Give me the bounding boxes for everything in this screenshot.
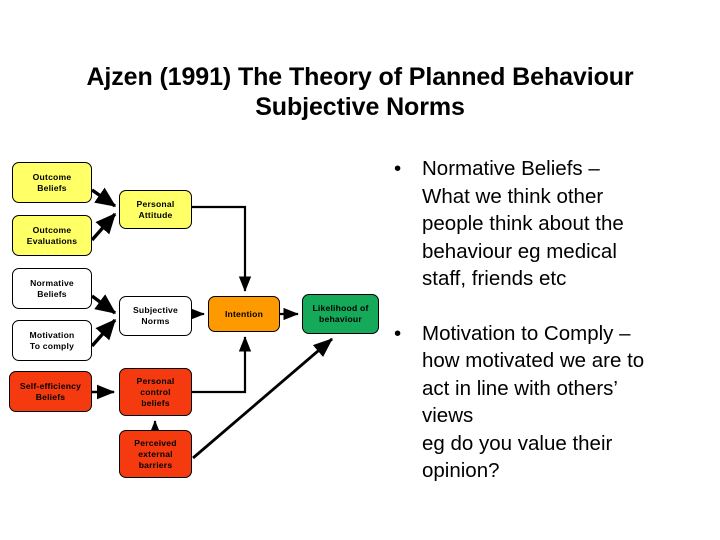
edge-personal-control-to-intention	[192, 336, 252, 394]
node-outcome-beliefs-line-1: Outcome	[32, 171, 72, 182]
diagram-connectors	[90, 187, 333, 460]
node-likelihood-of-behaviour-line-1: Likelihood of	[312, 303, 369, 313]
node-self-efficiency-beliefs-line-2: Beliefs	[35, 391, 66, 402]
bullet-marker-icon: •	[394, 157, 402, 180]
node-perceived-external-barriers-line-2: external	[138, 448, 173, 459]
bullet-1-line-2: What we think other	[422, 184, 604, 208]
edge-normative-beliefs-to-subjective-norms	[90, 294, 117, 315]
node-subjective-norms-line-2: Norms	[141, 316, 170, 326]
bullet-1-line-3: people think about the	[422, 212, 624, 235]
bullet-motivation-to-comply: • Motivation to Comply – how motivated w…	[388, 320, 710, 485]
bullet-2-line-1: Motivation to Comply –	[422, 321, 631, 345]
edge-outcome-beliefs-to-personal-attitude	[91, 187, 117, 208]
node-outcome-evaluations[interactable]: Outcome Evaluations	[12, 215, 92, 256]
edge-perceived-barriers-to-likelihood	[192, 337, 333, 460]
node-motivation-to-comply-line-1: Motivation	[29, 329, 75, 340]
node-outcome-beliefs[interactable]: Outcome Beliefs	[12, 162, 92, 203]
bullet-1-line-5: staff, friends etc	[422, 267, 567, 290]
page-title: Ajzen (1991) The Theory of Planned Behav…	[36, 62, 684, 122]
node-perceived-external-barriers-line-1: Perceived	[134, 437, 177, 448]
bullet-normative-beliefs: • Normative Beliefs – What we think othe…	[388, 155, 710, 293]
bullet-2-line-4: views	[422, 404, 474, 427]
bullet-2-line-6: opinion?	[422, 459, 500, 482]
bullet-2-line-5: eg do you value their	[422, 431, 613, 455]
node-subjective-norms-line-1: Subjective	[133, 305, 178, 315]
node-normative-beliefs-line-2: Beliefs	[37, 288, 67, 299]
node-intention-line-1: Intention	[224, 308, 264, 319]
node-intention[interactable]: Intention	[208, 296, 280, 332]
node-perceived-external-barriers[interactable]: Perceived external barriers	[119, 430, 192, 478]
bullet-1-line-1: Normative Beliefs –	[422, 157, 600, 180]
node-self-efficiency-beliefs[interactable]: Self-efficiency Beliefs	[9, 371, 92, 412]
node-personal-control-beliefs-line-3: beliefs	[141, 397, 170, 408]
title-line-2: Subjective Norms	[255, 93, 465, 121]
edge-motivation-comply-to-subjective-norms	[90, 318, 117, 348]
title-line-1: Ajzen (1991) The Theory of Planned Behav…	[86, 63, 634, 91]
node-subjective-norms[interactable]: Subjective Norms	[119, 296, 192, 336]
node-personal-control-beliefs-line-1: Personal	[136, 375, 175, 386]
bullet-list: • Normative Beliefs – What we think othe…	[388, 155, 710, 485]
node-personal-control-beliefs[interactable]: Personal control beliefs	[119, 368, 192, 416]
node-likelihood-of-behaviour-line-2: behaviour	[319, 314, 362, 324]
bullet-2-line-3: act in line with others’	[422, 376, 618, 400]
node-personal-attitude-line-1: Personal	[136, 198, 175, 209]
node-outcome-evaluations-line-2: Evaluations	[26, 235, 78, 246]
node-normative-beliefs[interactable]: Normative Beliefs	[12, 268, 92, 309]
node-personal-control-beliefs-line-2: control	[140, 386, 171, 397]
node-outcome-evaluations-line-1: Outcome	[32, 224, 72, 235]
node-personal-attitude[interactable]: Personal Attitude	[119, 190, 192, 229]
node-outcome-beliefs-line-2: Beliefs	[37, 182, 67, 193]
node-motivation-to-comply[interactable]: Motivation To comply	[12, 320, 92, 361]
node-likelihood-of-behaviour[interactable]: Likelihood of behaviour	[302, 294, 379, 334]
edge-outcome-evaluations-to-personal-attitude	[90, 212, 117, 242]
bullet-2-line-2: how motivated we are to	[422, 349, 645, 372]
node-self-efficiency-beliefs-line-1: Self-efficiency	[19, 380, 82, 391]
edge-personal-attitude-to-intention	[192, 205, 252, 292]
bullet-1-line-4: behaviour eg medical	[422, 239, 617, 263]
bullet-marker-icon: •	[394, 321, 402, 345]
node-normative-beliefs-line-1: Normative	[30, 277, 74, 288]
theory-of-planned-behaviour-diagram: Outcome Beliefs Outcome Evaluations Norm…	[9, 162, 379, 478]
node-personal-attitude-line-2: Attitude	[138, 209, 173, 220]
node-perceived-external-barriers-line-3: barriers	[138, 459, 173, 470]
node-motivation-to-comply-line-2: To comply	[29, 340, 75, 351]
